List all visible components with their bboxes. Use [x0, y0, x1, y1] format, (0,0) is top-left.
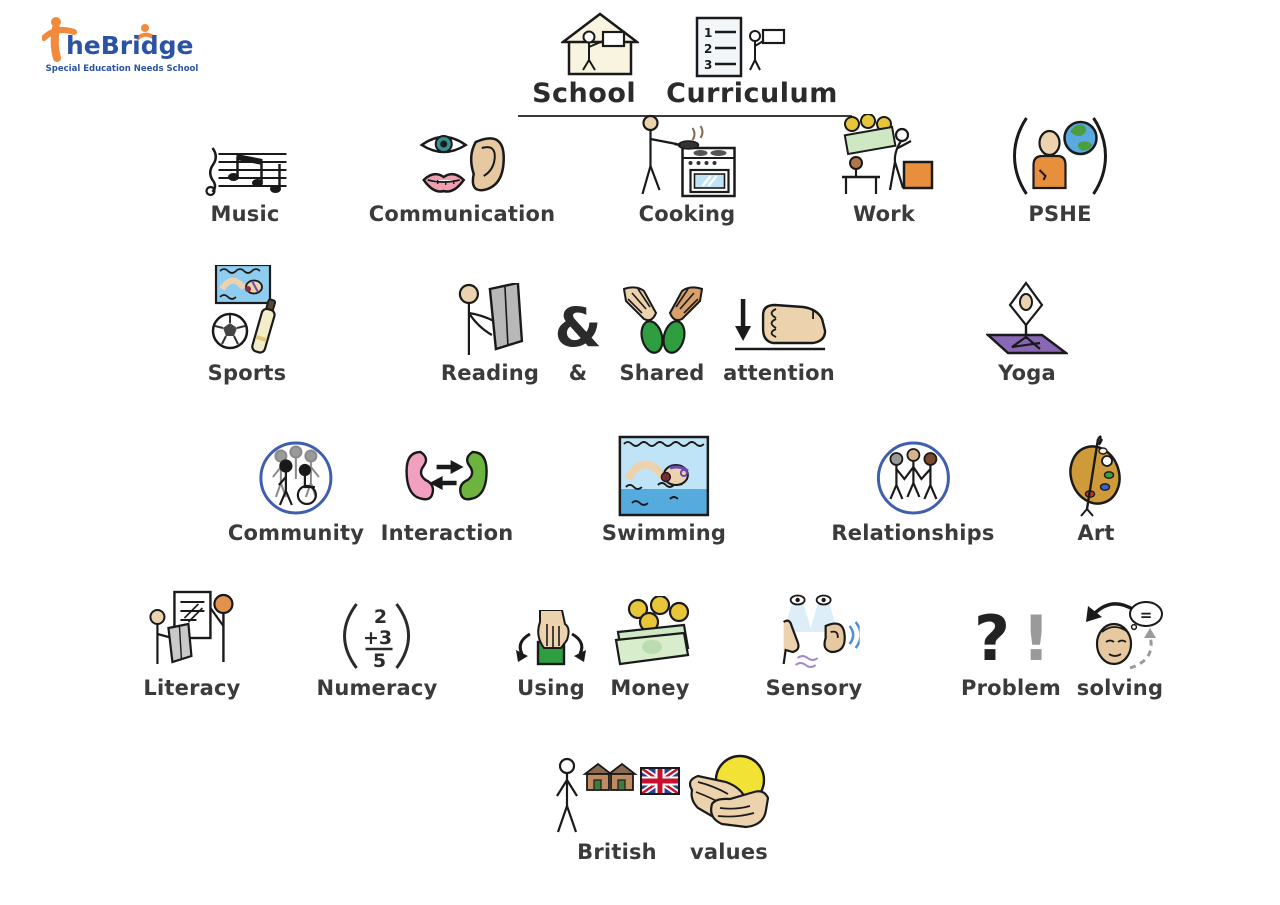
cooking-icon	[641, 114, 736, 198]
item-problem: ? ! Problem	[961, 598, 1061, 700]
item-label: British	[577, 840, 657, 864]
logo-tagline: Special Education Needs School	[46, 64, 199, 74]
music-icon	[205, 147, 287, 197]
item-sensory: Sensory	[765, 594, 863, 700]
item-label: Art	[1077, 521, 1115, 545]
solving-icon: =	[1086, 601, 1163, 670]
item-literacy: Literacy	[143, 590, 241, 700]
item-label: attention	[723, 361, 835, 385]
list-number-1: 1	[704, 26, 712, 40]
item-cooking: Cooking	[635, 114, 740, 226]
school-house-icon	[561, 12, 639, 78]
item-label: Shared	[619, 361, 705, 385]
item-label: Swimming	[601, 521, 727, 545]
item-label: &	[568, 361, 588, 385]
numeracy-icon: 2 +3 5	[343, 603, 411, 672]
community-icon	[259, 441, 333, 515]
item-attention: attention	[723, 283, 835, 385]
list-number-2: 2	[704, 42, 712, 56]
using-icon	[516, 610, 586, 666]
item-label: Interaction	[380, 521, 514, 545]
item-using: Using	[508, 598, 594, 700]
numeracy-addend2: +3	[363, 627, 392, 649]
values-icon	[688, 754, 770, 829]
item-community: Community	[227, 441, 365, 545]
page-title: School Curriculum	[518, 78, 852, 117]
money-icon	[614, 596, 690, 666]
item-label: Sensory	[765, 676, 863, 700]
curriculum-list-icon: 1 2 3	[691, 16, 787, 78]
item-swimming: Swimming	[601, 435, 727, 545]
interaction-icon	[405, 450, 489, 501]
item-label: Money	[610, 676, 690, 700]
work-icon	[842, 114, 934, 194]
item-label: Problem	[961, 676, 1061, 700]
shared-icon	[622, 286, 704, 354]
ampersand-glyph: &	[554, 296, 602, 359]
numeracy-addend1: 2	[374, 606, 387, 628]
item-label: Numeracy	[316, 676, 438, 700]
item-numeracy: 2 +3 5 Numeracy	[317, 598, 438, 700]
item-label: Work	[853, 202, 915, 226]
item-reading: Reading	[441, 283, 539, 385]
sports-icon	[211, 265, 277, 354]
title-word-school: School	[532, 78, 637, 109]
item-label: Communication	[368, 202, 556, 226]
item-label: Music	[210, 202, 280, 226]
reading-icon	[458, 283, 524, 355]
numeracy-result: 5	[373, 650, 386, 672]
question-mark-glyph: ?	[974, 606, 1010, 672]
equals-glyph: =	[1140, 606, 1153, 624]
item-label: Yoga	[998, 361, 1056, 385]
attention-icon	[734, 299, 827, 351]
british-icon	[556, 757, 681, 833]
item-label: Cooking	[638, 202, 736, 226]
item-music: Music	[203, 122, 288, 226]
item-communication: Communication	[369, 122, 556, 226]
item-money: Money	[604, 596, 696, 700]
exclamation-mark-glyph: !	[1022, 606, 1050, 672]
communication-icon	[419, 135, 506, 193]
logo-text: heBridge	[66, 31, 193, 60]
the-bridge-logo-icon: heBridge Special Education Needs School	[42, 17, 199, 74]
item-label: Literacy	[143, 676, 241, 700]
problem-icon: ? !	[974, 606, 1050, 672]
item-work: Work	[834, 114, 934, 226]
item-relationships: Relationships	[831, 441, 995, 545]
item-yoga: Yoga	[986, 281, 1068, 385]
item-label: Community	[227, 521, 365, 545]
art-icon	[1069, 435, 1121, 517]
item-label: Relationships	[831, 521, 995, 545]
item-british: British	[553, 756, 681, 864]
relationships-icon	[876, 441, 950, 515]
item-sports: Sports	[206, 265, 288, 385]
item-label: Using	[517, 676, 585, 700]
item-label: Reading	[440, 361, 540, 385]
swimming-icon	[618, 435, 710, 517]
school-logo: heBridge Special Education Needs School	[42, 14, 202, 78]
item-art: Art	[1065, 435, 1127, 545]
item-solving: = solving	[1076, 598, 1164, 700]
item-label: PSHE	[1028, 202, 1092, 226]
item-ampersand: & &	[554, 283, 602, 386]
pshe-icon	[1012, 117, 1108, 195]
item-label: Sports	[207, 361, 287, 385]
item-pshe: PSHE	[1012, 117, 1108, 226]
item-label: solving	[1076, 676, 1164, 700]
yoga-icon	[986, 281, 1068, 355]
title-word-curriculum: Curriculum	[666, 78, 838, 109]
literacy-icon	[149, 590, 234, 664]
item-values: values	[684, 754, 774, 864]
sensory-icon	[782, 594, 860, 668]
item-label: values	[690, 840, 768, 864]
list-number-3: 3	[704, 58, 712, 72]
item-interaction: Interaction	[381, 443, 514, 545]
item-shared: Shared	[616, 283, 708, 385]
